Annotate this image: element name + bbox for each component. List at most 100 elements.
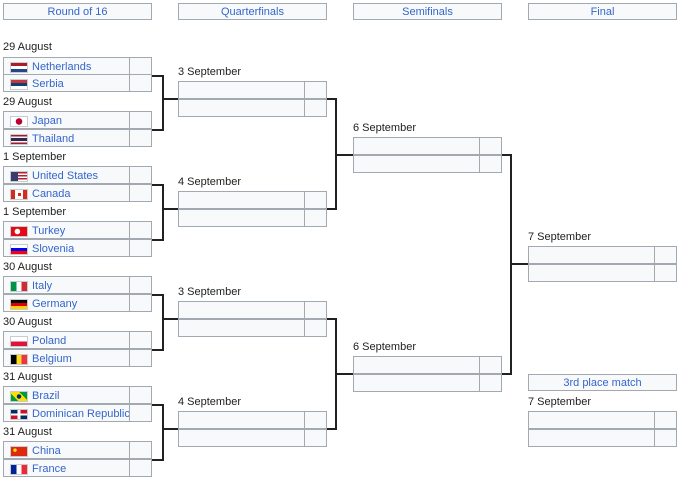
brazil-flag-icon (10, 390, 28, 402)
r16-match-6-team-2: Belgium (3, 349, 152, 367)
team-name[interactable]: Germany (32, 298, 78, 310)
final-slot-2 (528, 264, 677, 282)
third-place-slot-2 (528, 429, 677, 447)
score-cell (654, 429, 677, 447)
score-cell (654, 246, 677, 264)
bracket-connector (162, 318, 178, 320)
qf-match-1-slot-1 (178, 81, 327, 99)
slovenia-flag-icon (10, 243, 28, 255)
france-flag-icon (10, 463, 28, 475)
quarterfinals-header: Quarterfinals (178, 3, 327, 20)
qf-match-3-slot-2 (178, 319, 327, 337)
r16-match-6-team-1: Poland (3, 331, 152, 349)
bracket-connector (502, 154, 512, 156)
team-name[interactable]: Poland (32, 335, 67, 347)
team-name[interactable]: Dominican Republic (32, 408, 130, 420)
r16-match-6-date: 30 August (3, 316, 52, 328)
belgium-flag-icon (10, 353, 28, 365)
team-name[interactable]: United States (32, 170, 99, 182)
bracket-connector (162, 184, 164, 241)
team-name[interactable]: Brazil (32, 390, 60, 402)
italy-flag-icon (10, 280, 28, 292)
score-cell (129, 221, 152, 239)
team-name[interactable]: Netherlands (32, 61, 92, 73)
team-name[interactable]: Serbia (32, 78, 64, 90)
sf-match-1-slot-1 (353, 137, 502, 155)
bracket-connector (327, 318, 337, 320)
team-name[interactable]: Belgium (32, 353, 72, 365)
third-place-header: 3rd place match (528, 374, 677, 391)
r16-match-7-date: 31 August (3, 371, 52, 383)
bracket-connector (152, 184, 164, 186)
score-cell (129, 459, 152, 477)
r16-match-2-team-2: Thailand (3, 129, 152, 147)
bracket-connector (152, 349, 164, 351)
team-name[interactable]: Japan (32, 115, 62, 127)
bracket-connector (152, 75, 164, 77)
bracket-connector (162, 208, 178, 210)
bracket-connector (162, 404, 164, 461)
team-name[interactable]: Thailand (32, 133, 75, 145)
qf-match-2-slot-1 (178, 191, 327, 209)
r16-match-4-team-2: Slovenia (3, 239, 152, 257)
r16-match-3-team-1: United States (3, 166, 152, 184)
bracket-connector (327, 208, 337, 210)
bracket-connector (327, 98, 337, 100)
score-cell (479, 137, 502, 155)
team-name[interactable]: Slovenia (32, 243, 75, 255)
score-cell (654, 264, 677, 282)
team-name[interactable]: France (32, 463, 67, 475)
r16-match-4-date: 1 September (3, 206, 66, 218)
score-cell (654, 411, 677, 429)
r16-match-3-date: 1 September (3, 151, 66, 163)
r16-match-1-date: 29 August (3, 41, 52, 53)
qf-match-1-date: 3 September (178, 66, 241, 78)
score-cell (129, 349, 152, 367)
bracket-connector (510, 263, 528, 265)
score-cell (479, 374, 502, 392)
r16-match-4-team-1: Turkey (3, 221, 152, 239)
bracket-connector (152, 239, 164, 241)
team-name[interactable]: Canada (32, 188, 71, 200)
r16-match-5-date: 30 August (3, 261, 52, 273)
canada-flag-icon (10, 188, 28, 200)
final-slot-1 (528, 246, 677, 264)
bracket-connector (152, 129, 164, 131)
final-header: Final (528, 3, 677, 20)
score-cell (304, 319, 327, 337)
final-date: 7 September (528, 231, 591, 243)
qf-match-4-slot-2 (178, 429, 327, 447)
qf-match-3-date: 3 September (178, 286, 241, 298)
score-cell (479, 356, 502, 374)
r16-match-2-team-1: Japan (3, 111, 152, 129)
third-place-slot-1 (528, 411, 677, 429)
bracket-connector (162, 294, 164, 351)
sf-match-1-slot-2 (353, 155, 502, 173)
bracket-connector (152, 294, 164, 296)
thailand-flag-icon (10, 133, 28, 145)
r16-match-8-team-1: China (3, 441, 152, 459)
score-cell (129, 239, 152, 257)
sf-match-2-slot-1 (353, 356, 502, 374)
bracket-connector (335, 154, 353, 156)
score-cell (129, 441, 152, 459)
qf-match-4-slot-1 (178, 411, 327, 429)
r16-match-7-team-2: Dominican Republic (3, 404, 152, 422)
qf-match-2-date: 4 September (178, 176, 241, 188)
semifinals-header: Semifinals (353, 3, 502, 20)
r16-match-7-team-1: Brazil (3, 386, 152, 404)
score-cell (304, 429, 327, 447)
third-place-date: 7 September (528, 396, 591, 408)
r16-match-3-team-2: Canada (3, 184, 152, 202)
poland-flag-icon (10, 335, 28, 347)
bracket-connector (152, 404, 164, 406)
usa-flag-icon (10, 170, 28, 182)
score-cell (129, 166, 152, 184)
score-cell (129, 386, 152, 404)
team-name[interactable]: Italy (32, 280, 53, 292)
score-cell (129, 331, 152, 349)
r16-match-8-team-2: France (3, 459, 152, 477)
team-name[interactable]: China (32, 445, 61, 457)
r16-match-5-team-1: Italy (3, 276, 152, 294)
team-name[interactable]: Turkey (32, 225, 66, 237)
